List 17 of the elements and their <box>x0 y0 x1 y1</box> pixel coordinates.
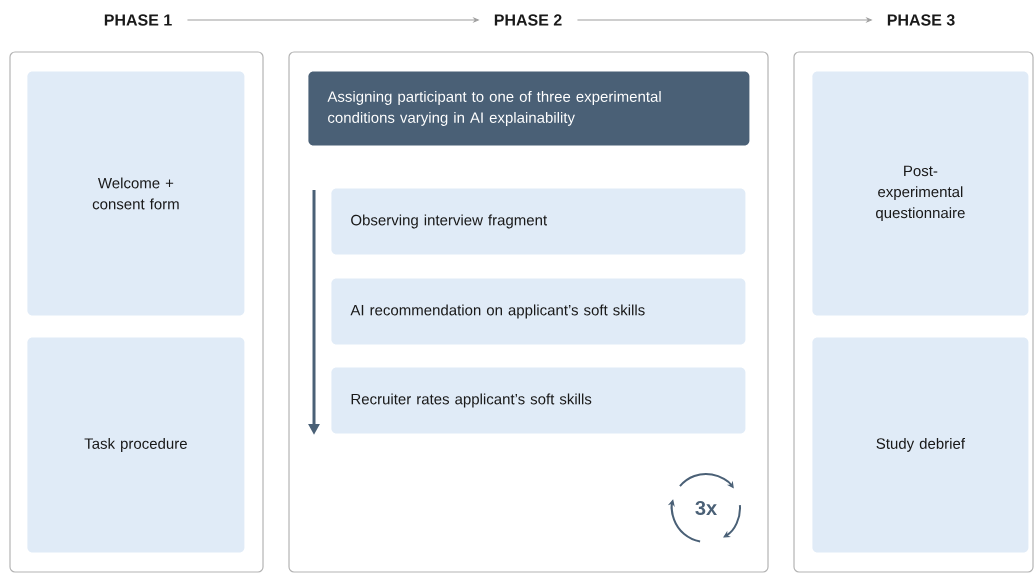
phase-panel <box>9 51 264 573</box>
phase-label: PHASE 2 <box>494 14 562 26</box>
phase-label: PHASE 3 <box>887 14 955 26</box>
phase-panel <box>793 51 1034 573</box>
step-box: Post-experimental questionnaire <box>812 71 1029 316</box>
condition-box: Assigning participant to one of three experimental conditions varying in AI explainability <box>308 71 750 146</box>
phase-panel <box>288 51 769 573</box>
repeat-count: 3x <box>695 500 717 516</box>
arrow <box>576 17 872 23</box>
step-box: Welcome + consent form <box>27 71 245 316</box>
step-box: Study debrief <box>812 337 1029 553</box>
step-box: Task procedure <box>27 337 245 553</box>
arrow <box>186 17 479 23</box>
step-box: Recruiter rates applicant’s soft skills <box>331 367 746 434</box>
step-box: AI recommendation on applicant’s soft skills <box>331 278 746 345</box>
step-box: Observing interview fragment <box>331 188 746 255</box>
phase-label: PHASE 1 <box>104 14 172 26</box>
